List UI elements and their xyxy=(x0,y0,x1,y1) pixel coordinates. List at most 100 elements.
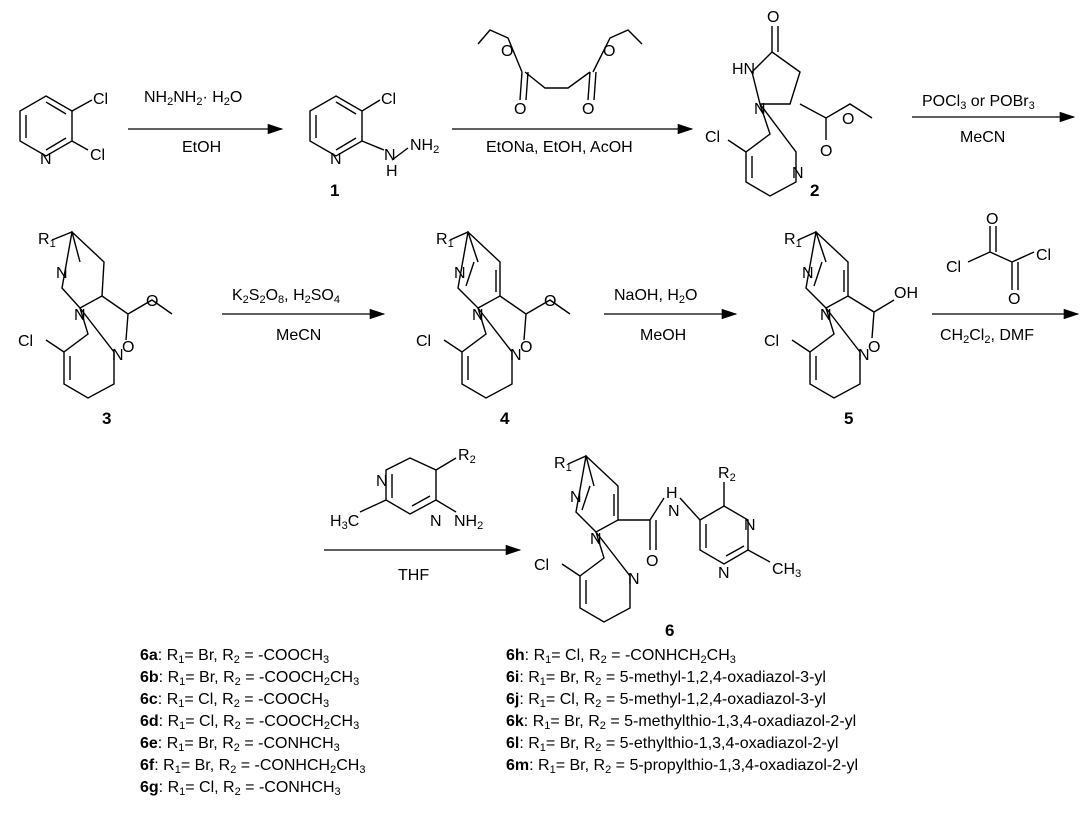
atom-ch3: CH3 xyxy=(772,561,801,580)
atom-cl: Cl xyxy=(1036,247,1051,264)
structure-compound-3: R1 N N Cl N O O 3 xyxy=(18,230,173,428)
compound-label-5: 5 xyxy=(844,409,853,428)
structure-compound-6: R1 N N Cl N O H N R2 N N CH3 6 xyxy=(534,454,801,640)
atom-n: N xyxy=(718,565,730,582)
compound-id: 6i xyxy=(506,669,520,686)
r1-value: Cl xyxy=(559,691,575,708)
reagent-step5-above: NaOH, H2O xyxy=(614,287,697,306)
reagent-step5-below: MeOH xyxy=(640,327,686,344)
atom-n: N xyxy=(472,307,484,324)
legend-row-6b: 6b: R1= Br, R2 = -COOCH2CH3 xyxy=(140,669,360,688)
r2-value: 5-methylthio-1,3,4-oxadiazol-2-yl xyxy=(624,713,857,730)
compound-id: 6h xyxy=(506,647,525,664)
structure-dichloropyridine: N Cl Cl xyxy=(19,91,108,168)
reagent-step3-above: POCl3 or POBr3 xyxy=(922,93,1035,112)
arrow-step1: NH2NH2· H2O EtOH xyxy=(128,89,284,156)
r1-value: Br xyxy=(569,757,585,774)
compound-id: 6b xyxy=(140,669,159,686)
legend-row-6a: 6a: R1= Br, R2 = -COOCH3 xyxy=(140,647,330,666)
r1-value: Br xyxy=(559,669,575,686)
atom-cl: Cl xyxy=(764,333,779,350)
atom-r1: R1 xyxy=(436,231,454,250)
r2-value: -CONHCH3 xyxy=(258,735,340,754)
atom-hn: HN xyxy=(732,61,755,78)
r1-value: Cl xyxy=(199,713,215,730)
atom-n: N xyxy=(628,571,640,588)
compound-id: 6g xyxy=(140,779,159,796)
atom-r2: R2 xyxy=(718,465,736,484)
r2-value: -CONHCH3 xyxy=(258,779,341,798)
structure-compound-1: N Cl H N NH2 1 xyxy=(309,91,439,200)
compound-id: 6k xyxy=(506,713,524,730)
r2-value: -CONHCH2CH3 xyxy=(624,647,736,666)
reagent-step2-below: EtONa, EtOH, AcOH xyxy=(486,139,633,156)
atom-o: O xyxy=(544,293,556,310)
arrow-step7: N N R2 NH2 H3C THF xyxy=(324,447,522,584)
compound-id: 6c xyxy=(140,691,158,708)
r2-value: -COOCH3 xyxy=(258,691,330,710)
legend-row-6f: 6f: R1= Br, R2 = -CONHCH2CH3 xyxy=(140,757,366,776)
atom-cl: Cl xyxy=(90,147,105,164)
atom-n: N xyxy=(590,531,602,548)
atom-n: N xyxy=(570,489,582,506)
compound-label-1: 1 xyxy=(330,181,339,200)
atom-cl: Cl xyxy=(946,259,961,276)
atom-n: N xyxy=(384,147,396,164)
legend-row-6k: 6k: R1= Br, R2 = 5-methylthio-1,3,4-oxad… xyxy=(506,713,857,732)
atom-r1: R1 xyxy=(554,455,572,474)
legend-left: 6a: R1= Br, R2 = -COOCH3 6b: R1= Br, R2 =… xyxy=(140,645,365,799)
atom-o: O xyxy=(1008,291,1020,308)
legend-row-6j: 6j: R1= Cl, R2 = 5-methyl-1,2,4-oxadiazo… xyxy=(506,691,826,710)
atom-r2: R2 xyxy=(458,447,476,466)
r1-value: Br xyxy=(198,647,214,664)
compound-label-4: 4 xyxy=(500,409,510,428)
legend-row-6i: 6i: R1= Br, R2 = 5-methyl-1,2,4-oxadiazo… xyxy=(506,669,826,688)
compound-id: 6a xyxy=(140,647,158,664)
atom-n: N xyxy=(792,165,804,182)
r1-value: Cl xyxy=(565,647,581,664)
atom-r1: R1 xyxy=(784,231,802,250)
reagent-step4-below: MeCN xyxy=(276,327,321,344)
r2-value: -COOCH2CH3 xyxy=(258,669,360,688)
r1-value: Br xyxy=(194,757,210,774)
atom-o: O xyxy=(582,101,594,118)
atom-n: N xyxy=(376,473,388,490)
arrow-step5: NaOH, H2O MeOH xyxy=(604,287,738,344)
atom-n: N xyxy=(40,151,52,168)
atom-o: O xyxy=(767,9,779,26)
atom-cl: Cl xyxy=(705,129,720,146)
compound-id: 6m xyxy=(506,757,530,774)
compound-id: 6d xyxy=(140,713,159,730)
r2-value: 5-methyl-1,2,4-oxadiazol-3-yl xyxy=(619,691,826,708)
r2-value: -CONHCH2CH3 xyxy=(254,757,366,776)
atom-h: H xyxy=(386,163,398,180)
legend-right: 6h: R1= Cl, R2 = -CONHCH2CH3 6i: R1= Br, … xyxy=(506,645,858,777)
legend-row-6e: 6e: R1= Br, R2 = -CONHCH3 xyxy=(140,735,340,754)
r2-value: -COOCH2CH3 xyxy=(258,713,360,732)
reagent-step4-above: K2S2O8, H2SO4 xyxy=(232,287,340,306)
atom-n: N xyxy=(430,513,442,530)
legend-row-6l: 6l: R1= Br, R2 = 5-ethylthio-1,3,4-oxadi… xyxy=(506,735,839,754)
atom-o: O xyxy=(868,339,880,356)
atom-nh2: NH2 xyxy=(454,513,483,532)
reagent-step3-below: MeCN xyxy=(960,129,1005,146)
reagent-step1-below: EtOH xyxy=(182,139,221,156)
legend-row-6h: 6h: R1= Cl, R2 = -CONHCH2CH3 xyxy=(506,647,736,666)
atom-o: O xyxy=(122,339,134,356)
compound-label-2: 2 xyxy=(810,181,819,200)
atom-cl: Cl xyxy=(381,91,396,108)
atom-n: N xyxy=(668,503,680,520)
atom-o: O xyxy=(842,111,854,128)
arrow-step3: POCl3 or POBr3 MeCN xyxy=(912,93,1076,146)
r1-value: Br xyxy=(199,669,215,686)
atom-n: N xyxy=(454,265,466,282)
legend-row-6d: 6d: R1= Cl, R2 = -COOCH2CH3 xyxy=(140,713,360,732)
atom-o: O xyxy=(986,211,998,228)
atom-n: N xyxy=(744,517,756,534)
atom-o: O xyxy=(603,43,615,60)
atom-cl: Cl xyxy=(93,91,108,108)
r1-value: Cl xyxy=(199,779,215,796)
atom-h3c: H3C xyxy=(330,513,359,532)
r1-value: Cl xyxy=(198,691,214,708)
